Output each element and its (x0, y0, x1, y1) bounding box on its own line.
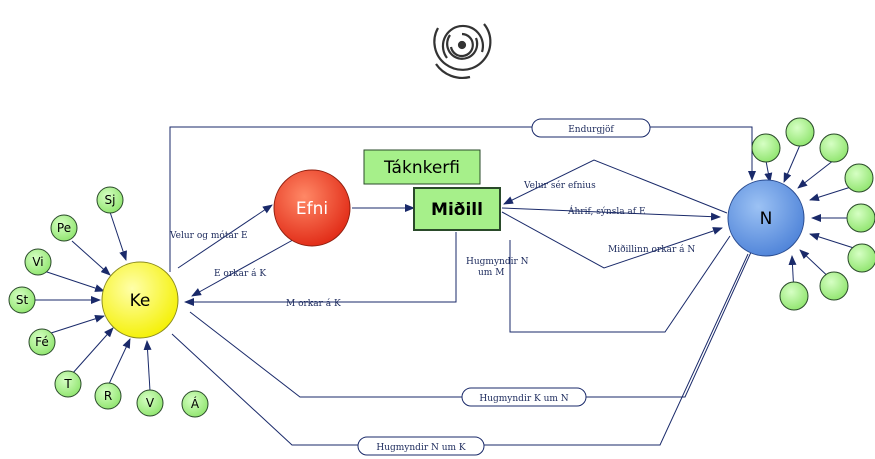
satellite-label: Pe (57, 221, 71, 235)
midill-box (413, 187, 501, 231)
efni-node-label: Efni (296, 199, 328, 219)
satellite-label: St (16, 293, 29, 307)
hugmyndir-n-um-m-line2: um M (478, 268, 504, 278)
edge-label-m-orkar-a-k: M orkar á K (286, 298, 341, 309)
endurgjof-pill: Endurgjöf (531, 118, 651, 138)
satellite-label: T (63, 377, 72, 391)
spiral-logo-icon (433, 23, 492, 80)
n-node (727, 179, 805, 257)
satellite-label: Á (191, 396, 200, 411)
connector-lines (34, 126, 861, 446)
ke-satellites: Sj Pe Vi St Fé T R V Á (8, 186, 209, 418)
efni-node (273, 169, 351, 247)
hugmyndir-k-um-n-label: Hugmyndir K um N (479, 394, 568, 404)
taknkerfi-box (363, 149, 481, 185)
satellite-label: R (104, 389, 112, 403)
taknkerfi-label: Táknkerfi (383, 158, 460, 178)
ke-node-label: Ke (130, 291, 151, 311)
satellite-label: V (146, 396, 155, 410)
edge-labels: Velur og mótar E E orkar á K M orkar á K… (169, 180, 695, 309)
satellite-label: Fé (35, 335, 49, 349)
hugmyndir-k-um-n-pill: Hugmyndir K um N (461, 387, 587, 407)
hugmyndir-n-um-k-label: Hugmyndir N um K (376, 443, 466, 453)
hugmyndir-n-um-m-line: Hugmyndir N (466, 257, 529, 267)
edge-label-ahrif-synsla-af-e: Áhrif, sýnsla af E (567, 205, 646, 217)
satellite-label: Vi (32, 255, 43, 269)
edge-label-velur-og-motar-e: Velur og mótar E (169, 230, 248, 241)
endurgjof-label: Endurgjöf (568, 125, 614, 135)
satellite-label: Sj (105, 193, 116, 207)
n-satellites (751, 117, 875, 311)
ke-node (101, 261, 179, 339)
hugmyndir-n-um-k-pill: Hugmyndir N um K (357, 436, 485, 456)
edge-label-midillinn-orkar-a-n: Miðillinn orkar á N (608, 244, 695, 255)
edge-label-velur-ser-efnius: Velur sér efnius (523, 180, 596, 191)
midill-label: Miðill (431, 200, 483, 220)
n-node-label: N (760, 209, 773, 229)
edge-label-e-orkar-a-k: E orkar á K (214, 268, 266, 279)
